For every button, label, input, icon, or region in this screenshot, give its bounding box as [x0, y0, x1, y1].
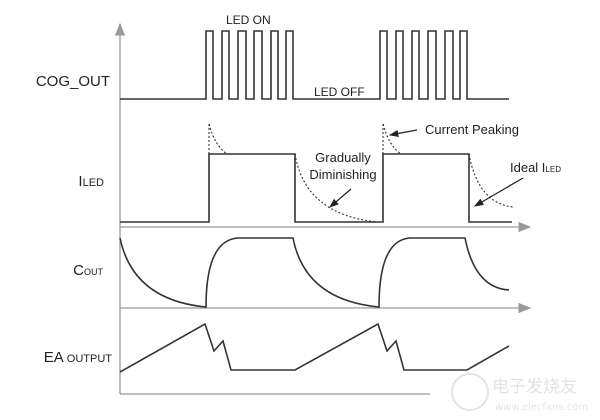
- diminishing-dashed-2: [468, 153, 514, 208]
- led-on-label: LED ON: [226, 13, 271, 27]
- watermark-cn: 电子发烧友: [492, 377, 577, 397]
- cog-out-waveform: [120, 30, 509, 100]
- current-peak-dashed-1: [208, 122, 228, 155]
- current-peaking-arrow: [388, 129, 418, 138]
- ideal-iled-arrow: [473, 177, 524, 207]
- current-peak-dashed-2: [382, 122, 402, 155]
- iled-ideal-waveform: [120, 153, 512, 223]
- current-peaking-label: Current Peaking: [425, 122, 519, 137]
- diminishing-arrow: [329, 188, 352, 208]
- diminishing-dashed-1: [294, 153, 379, 223]
- led-off-label: LED OFF: [314, 85, 365, 99]
- watermark-url: www.elecfans.com: [495, 402, 588, 413]
- cog-out-label: COG_OUT: [36, 73, 110, 90]
- gradually-label: Gradually: [315, 150, 371, 165]
- cout-waveform: [119, 237, 510, 308]
- watermark: 电子发烧友 www.elecfans.com: [451, 373, 588, 413]
- cout-label: COUT: [73, 262, 103, 279]
- iled-label: ILED: [78, 173, 104, 190]
- watermark-logo-icon: [451, 373, 489, 411]
- ea-output-waveform: [119, 322, 510, 373]
- diminishing-label: Diminishing: [309, 167, 376, 182]
- ideal-iled-label: Ideal ILED: [510, 160, 561, 175]
